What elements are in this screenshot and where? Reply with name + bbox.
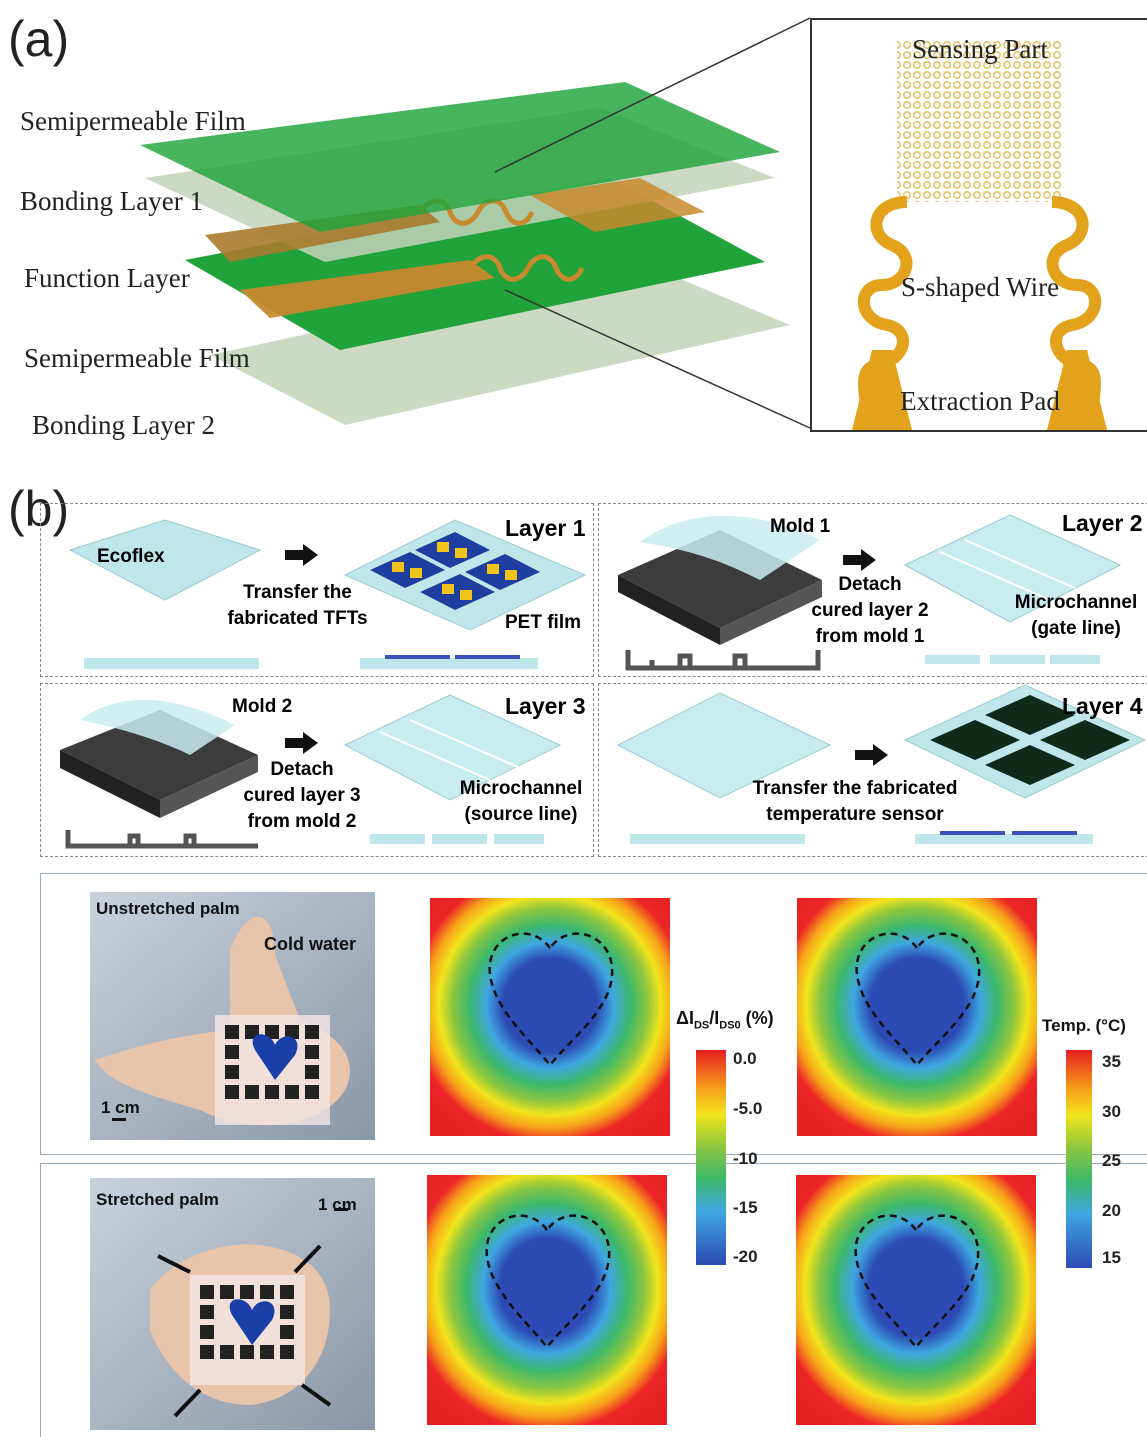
inset-label-sensing: Sensing Part [912, 34, 1048, 64]
mold-1-block [618, 530, 822, 628]
step2-channel-1: Microchannel [1014, 592, 1138, 613]
cbar1-main: ΔI [676, 1008, 694, 1028]
step1-title: Layer 1 [505, 515, 586, 541]
colorbar-current-title: ΔIDS/IDS0 (%) [676, 1008, 774, 1032]
layer-label-1: Semipermeable Film [20, 106, 246, 136]
photo1-title: Unstretched palm [96, 899, 240, 918]
step-box-4 [598, 683, 1147, 857]
step3-title: Layer 3 [505, 693, 586, 719]
colorbar-temp [1066, 1050, 1092, 1268]
photo2-scale: 1 cm [318, 1195, 357, 1214]
step4-action-1: Transfer the fabricated [752, 778, 958, 799]
arrow-1 [285, 544, 318, 566]
plain-sheet [616, 692, 832, 799]
step1-action-2: fabricated TFTs [227, 608, 368, 629]
temperature-sensor-array [930, 695, 1130, 785]
step3-action-3: from mold 2 [247, 811, 357, 832]
layer-4-sheet [903, 684, 1147, 799]
photo1-note: Cold water [264, 934, 357, 954]
step4-action-2: temperature sensor [766, 804, 944, 825]
photo2-title: Stretched palm [96, 1190, 219, 1209]
inset-label-wire: S-shaped Wire [900, 272, 1060, 302]
function-pad-shape [240, 260, 495, 318]
cbar1-tick-0: 0.0 [733, 1049, 757, 1068]
step3-mold: Mold 2 [232, 696, 293, 717]
tft-gold-pads [392, 542, 517, 600]
step-box-3 [40, 683, 594, 857]
cbar2-tick-2: 25 [1102, 1151, 1121, 1170]
cbar1-tick-4: -20 [733, 1247, 758, 1266]
process-drawings [60, 514, 1147, 849]
layer-label-2: Bonding Layer 1 [20, 186, 203, 216]
arrow-2 [843, 549, 876, 571]
tft-sheet [343, 519, 587, 631]
right-pad [1047, 350, 1107, 430]
step2-action-3: from mold 1 [815, 626, 925, 647]
arrow-3 [285, 732, 318, 754]
sensing-mesh [897, 40, 1062, 202]
step1-action-1: Transfer the [243, 582, 352, 603]
top-film-sheet [140, 82, 780, 232]
step4-title: Layer 4 [1062, 693, 1143, 719]
step3-action-1: Detach [270, 759, 334, 780]
bonding-mesh-shape [530, 178, 705, 232]
step3-channel-2: (source line) [464, 804, 578, 825]
step2-mold: Mold 1 [770, 516, 831, 537]
cbar1-unit: (%) [740, 1008, 774, 1028]
step1-material: Ecoflex [97, 546, 165, 567]
layer-stack-diagram [140, 17, 811, 429]
layer-2-sheet [903, 514, 1122, 623]
mold-2-peel [80, 699, 235, 755]
left-pad [852, 350, 912, 430]
cbar1-tick-1: -5.0 [733, 1099, 763, 1118]
step-box-2 [598, 503, 1147, 677]
cbar1-slash: /I [709, 1008, 720, 1028]
step3-action-2: cured layer 3 [243, 785, 361, 806]
inset-label-pad: Extraction Pad [900, 386, 1060, 416]
step1-film: PET film [505, 612, 582, 633]
tft-section [360, 658, 538, 669]
photo-and-heatmap-graphics [90, 892, 1092, 1430]
step2-title: Layer 2 [1062, 510, 1143, 536]
inset-box: Sensing Part S-shaped Wire Extraction Pa… [810, 18, 1147, 432]
mold-1-peel [640, 515, 820, 580]
heatmap-row-2 [40, 1163, 1147, 1437]
step2-channel-2: (gate line) [1031, 618, 1121, 639]
step-box-1 [40, 503, 594, 677]
ecoflex-section [84, 658, 259, 669]
colorbar-current [696, 1050, 726, 1265]
arrow-4 [855, 744, 888, 766]
photo1-scale: 1 cm [101, 1098, 140, 1117]
layer-label-3: Function Layer [24, 263, 190, 293]
inset-drawing [852, 40, 1107, 430]
heatmap-grid [427, 898, 1037, 1425]
step3-channel-1: Microchannel [459, 778, 583, 799]
cbar1-sub1: DS [693, 1019, 710, 1032]
step2-action-2: cured layer 2 [811, 600, 929, 621]
mold-1-section [625, 650, 821, 671]
cbar1-tick-3: -15 [733, 1198, 758, 1217]
layer-label-5: Bonding Layer 2 [32, 410, 215, 440]
cbar2-tick-1: 30 [1102, 1102, 1121, 1121]
ecoflex-sheet [68, 519, 262, 601]
cbar1-sub2: DS0 [719, 1019, 741, 1032]
tft-array [370, 532, 540, 610]
cbar1-tick-2: -10 [733, 1149, 758, 1168]
layer-label-4: Semipermeable Film [24, 343, 250, 373]
mold-2-section [65, 830, 258, 849]
layer-3-sheet [343, 694, 562, 801]
cbar2-tick-3: 20 [1102, 1201, 1121, 1220]
step2-action-1: Detach [838, 574, 902, 595]
cbar2-tick-0: 35 [1102, 1052, 1121, 1071]
panel-b-letter: (b) [8, 481, 70, 537]
bonding-layer-2-sheet [210, 262, 790, 425]
cbar2-tick-4: 15 [1102, 1248, 1121, 1267]
panel-a-letter: (a) [8, 11, 70, 67]
function-wire-shape [467, 254, 585, 282]
heatmap-row-1 [40, 873, 1147, 1155]
colorbar-temp-title: Temp. (°C) [1042, 1016, 1126, 1035]
